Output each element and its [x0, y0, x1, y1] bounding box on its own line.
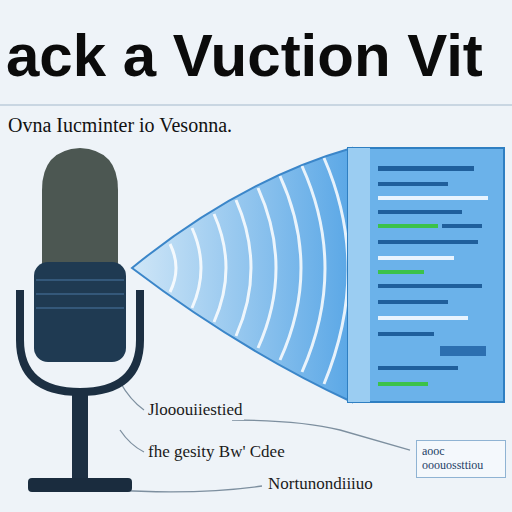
- callout-label: Jlooouiiestied: [146, 400, 244, 420]
- sound-cone: [132, 148, 352, 402]
- callout-label: Nortunondiiiuo: [266, 474, 375, 494]
- panel-lines: [378, 166, 488, 386]
- sound-waves: [170, 158, 348, 384]
- box-text: aooc ooouossttiou: [422, 445, 500, 473]
- process-box: aooc ooouossttiou: [416, 440, 506, 478]
- microphone: [20, 148, 140, 492]
- subtitle: Ovna Iucminter io Vesonna.: [8, 114, 232, 137]
- panel-strip: [348, 148, 370, 402]
- callout-label: fhe gesity Bw' Cdee: [146, 442, 287, 462]
- title: ack a Vuction Vit: [6, 26, 483, 86]
- screen-panel: [348, 148, 504, 402]
- divider: [0, 104, 512, 106]
